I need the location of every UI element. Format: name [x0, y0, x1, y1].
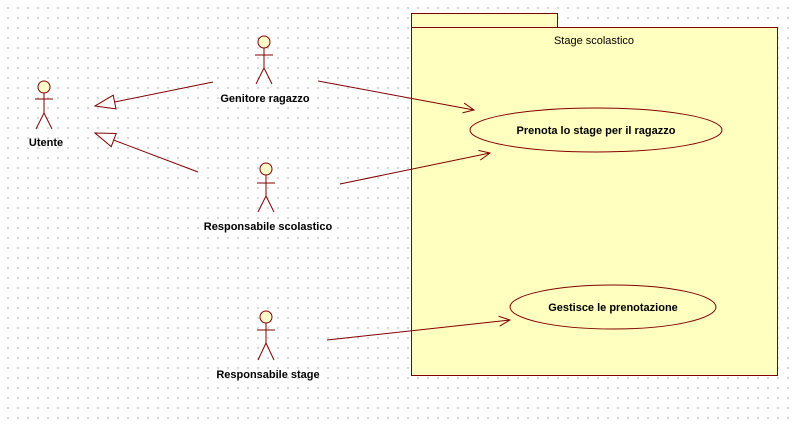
actor-responsabile-scolastico[interactable]: Responsabile scolastico [204, 162, 333, 233]
actor-head [259, 162, 273, 176]
association-stage-gestisce[interactable] [326, 320, 510, 341]
actor-head [259, 310, 273, 324]
actor-head [257, 35, 271, 49]
actor-label: Utente [29, 137, 63, 149]
actor-responsabile-stage[interactable]: Responsabile stage [216, 310, 320, 381]
use-case-gestisce[interactable]: Gestisce le prenotazione [509, 284, 717, 330]
use-case-ellipse [509, 284, 717, 330]
package-title: Stage scolastico [554, 35, 634, 47]
actor-utente[interactable]: Utente [29, 80, 63, 149]
generalization-genitore-utente[interactable] [95, 81, 214, 106]
actor-head [37, 80, 51, 94]
actor-label: Responsabile scolastico [204, 221, 333, 233]
use-case-label: Gestisce le prenotazione [548, 302, 678, 314]
actor-label: Genitore ragazzo [220, 93, 310, 105]
use-case-ellipse [469, 107, 723, 153]
use-case-prenota[interactable]: Prenota lo stage per il ragazzo [469, 107, 723, 153]
actor-genitore-ragazzo[interactable]: Genitore ragazzo [220, 35, 310, 105]
generalization-scolastico-utente[interactable] [95, 133, 199, 173]
association-genitore-prenota[interactable] [317, 80, 474, 110]
actor-label: Responsabile stage [216, 369, 319, 381]
package-tab [411, 13, 558, 28]
association-scolastico-prenota[interactable] [339, 153, 490, 185]
use-case-label: Prenota lo stage per il ragazzo [517, 125, 676, 137]
